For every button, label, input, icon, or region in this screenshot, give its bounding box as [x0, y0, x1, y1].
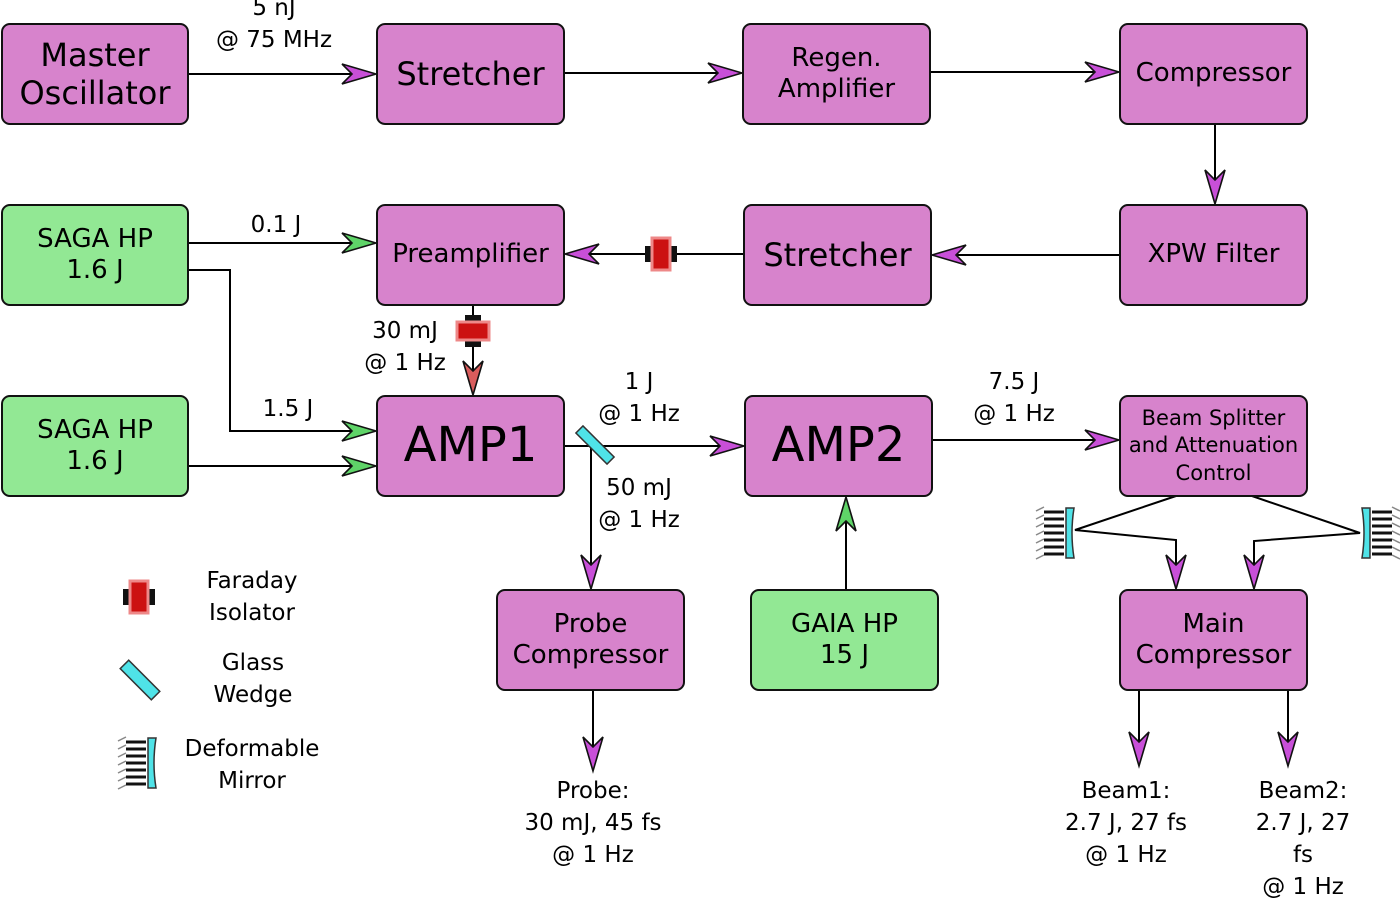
- label-saga1-to-amp1: 1.5 J: [262, 396, 314, 422]
- beam-splitter-box: Beam Splitter and Attenuation Control: [1119, 395, 1308, 497]
- stretcher-box-2: Stretcher: [743, 204, 932, 306]
- glass-wedge-icon: [574, 424, 616, 466]
- arrowhead-amp1-probe: [580, 554, 602, 592]
- xpw-filter-box: XPW Filter: [1119, 204, 1308, 306]
- amp1-box: AMP1: [376, 395, 565, 497]
- label-beam1-output: Beam1: 2.7 J, 27 fs @ 1 Hz: [1065, 778, 1187, 868]
- arrowhead-regen-compressor: [1084, 61, 1122, 83]
- preamplifier-box: Preamplifier: [376, 204, 565, 306]
- diagram-canvas: [117, 61, 1400, 790]
- arrowhead-mirror-right-main: [1243, 554, 1265, 592]
- legend-glass-wedge-label: Glass Wedge: [213, 650, 293, 708]
- faraday-isolator-icon: [455, 315, 491, 347]
- arrowhead-saga2-amp1: [341, 455, 379, 477]
- arrowhead-stretcher-pre: [562, 243, 600, 265]
- deformable-mirror-icon: [1361, 506, 1400, 560]
- legend-deformable-mirror-label: Deformable Mirror: [184, 736, 320, 794]
- gaia-hp-box: GAIA HP 15 J: [750, 589, 939, 691]
- label-beam2-output: Beam2: 2.7 J, 27 fs @ 1 Hz: [1255, 778, 1351, 900]
- master-oscillator-box: Master Oscillator: [1, 23, 189, 125]
- arrowhead-probe-out: [582, 736, 604, 774]
- arrowhead-pre-amp1: [462, 360, 484, 398]
- legend-glass-wedge-icon: [119, 659, 161, 701]
- arrowhead-osc-stretcher: [341, 63, 379, 85]
- arrowhead-beam2-out: [1277, 731, 1299, 769]
- arrowhead-compressor-xpw: [1204, 169, 1226, 207]
- arrowhead-stretcher-regen: [707, 62, 745, 84]
- saga-hp-box-1: SAGA HP 1.6 J: [1, 204, 189, 306]
- deformable-mirror-icon: [1035, 506, 1075, 560]
- label-saga1-to-preamp: 0.1 J: [250, 212, 302, 238]
- arrowhead-beam1-out: [1128, 731, 1150, 769]
- arrowhead-gaia-amp2: [835, 494, 857, 532]
- label-preamp-output: 30 mJ @ 1 Hz: [364, 318, 446, 376]
- arrowhead-mirror-left-main: [1165, 554, 1187, 592]
- arrowhead-amp2-splitter: [1084, 429, 1122, 451]
- probe-compressor-box: Probe Compressor: [496, 589, 685, 691]
- regen-amplifier-box: Regen. Amplifier: [742, 23, 931, 125]
- saga-hp-box-2: SAGA HP 1.6 J: [1, 395, 189, 497]
- label-amp2-output: 7.5 J @ 1 Hz: [973, 369, 1055, 427]
- arrowhead-saga1-amp1: [341, 420, 379, 442]
- legend-deformable-mirror-icon: [117, 736, 157, 790]
- edge-saga1-amp1: [189, 269, 370, 432]
- arrowhead-xpw-stretcher: [929, 244, 967, 266]
- label-oscillator-output: 5 nJ @ 75 MHz: [215, 0, 333, 53]
- main-compressor-box: Main Compressor: [1119, 589, 1308, 691]
- faraday-isolator-icon: [645, 236, 677, 272]
- legend-faraday-isolator-icon: [123, 579, 155, 615]
- edge-splitter-mirror-left: [1074, 495, 1177, 583]
- label-probe-output: Probe: 30 mJ, 45 fs @ 1 Hz: [524, 778, 662, 868]
- label-probe-split: 50 mJ @ 1 Hz: [598, 475, 680, 533]
- arrowhead-amp1-amp2: [709, 435, 747, 457]
- arrowhead-saga1-pre: [341, 232, 379, 254]
- legend-faraday-label: Faraday Isolator: [206, 568, 298, 626]
- edge-splitter-mirror-right: [1251, 495, 1361, 583]
- amp2-box: AMP2: [744, 395, 933, 497]
- stretcher-box-1: Stretcher: [376, 23, 565, 125]
- compressor-box: Compressor: [1119, 23, 1308, 125]
- label-amp1-output: 1 J @ 1 Hz: [598, 369, 680, 427]
